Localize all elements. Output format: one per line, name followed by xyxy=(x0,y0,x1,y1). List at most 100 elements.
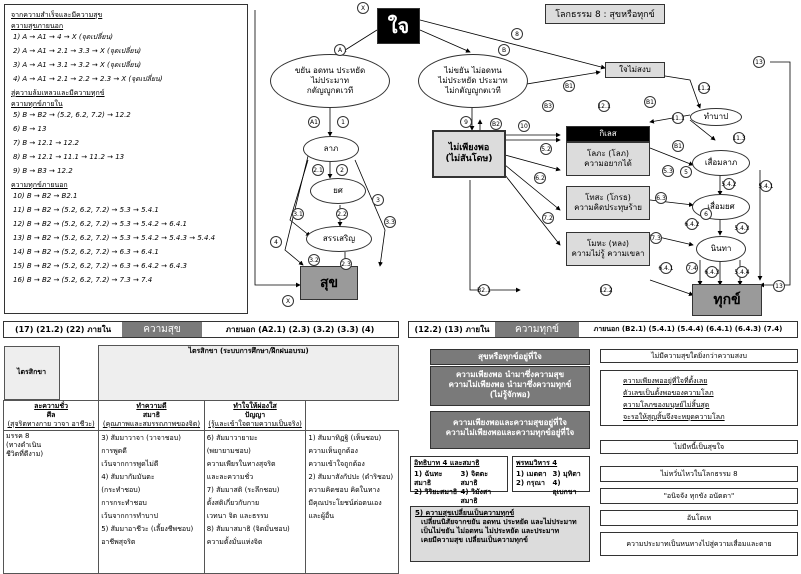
bad-habits-ellipse: ไม่ขยัน ไม่อดทน ไม่ประหยัด ประมาท ไม่กตั… xyxy=(418,54,528,108)
row-head-line: มรรค 8 xyxy=(6,431,30,440)
cell-line: ความเข้าใจถูกต้อง xyxy=(308,459,365,468)
right-p2-line: ตัวเลขเป็นตั้งพอของความโลภ xyxy=(623,389,714,397)
label-6-3: 6.3 xyxy=(655,192,667,204)
cell-line: ความตั้งมั่นแห่งจิต xyxy=(206,537,263,546)
lapha-node: ลาภ xyxy=(303,136,359,162)
cell-line: 8) สัมมาสมาธิ (จิตมั่นชอบ) xyxy=(206,524,290,533)
label-b: B xyxy=(498,44,510,56)
mid-head: สุขหรือทุกข์อยู่ที่ใจ xyxy=(430,349,590,365)
change-box: 5) ความสุขเปลี่ยนเป็นความทุกข์ เปลี่ยนนิ… xyxy=(410,506,590,562)
label-6-2: 6.2 xyxy=(534,172,546,184)
mid-line: (ไม่รู้จักพอ) xyxy=(489,390,531,399)
cell-line: เว้นจากการทำบาป xyxy=(101,511,158,520)
happiness-bar-inner: (17) (21.2) (22) ภายใน xyxy=(14,324,112,334)
iddhi-item: 1) ฉันทะสมาธิ xyxy=(414,470,443,487)
mid-lines: ความเพียงพอ นำมาซึ่งความสุข ความไม่เพียง… xyxy=(430,366,590,406)
diagram-title: โลกธรรม 8 : สุขหรือทุกข์ xyxy=(545,4,665,24)
happiness-bar: (17) (21.2) (22) ภายใน ความสุข ภายนอก (A… xyxy=(3,321,399,338)
cell-line: เว้นจากการพูดไม่ดี xyxy=(101,459,159,468)
legend-heading: จากความสำเร็จและมีความสุข xyxy=(11,11,103,19)
label-6-4-2: 6.4.2 xyxy=(684,218,700,230)
col-title: ละความชั่ว xyxy=(34,401,69,410)
label-x-bottom: X xyxy=(282,295,294,307)
change-line: เคยมีความสุข เปลี่ยนเป็นความทุกข์ xyxy=(421,536,528,544)
iddhi-item: 2) วิริยะสมาธิ xyxy=(414,488,458,496)
legend-line: 6) B → 13 xyxy=(13,125,47,133)
label-7-3: 7.3 xyxy=(650,232,662,244)
cell-line: การกระทำชอบ xyxy=(101,498,147,507)
label-10: 10 xyxy=(518,120,530,132)
mid-line: ความไม่เพียงพอและความทุกข์อยู่ที่ใจ xyxy=(445,428,575,437)
cell-line: มีคุณประโยชน์ต่อตนเอง xyxy=(308,498,382,507)
moha-node: โมหะ (หลง) ความไม่รู้ ความเขลา xyxy=(566,232,650,266)
node-line: โทสะ (โกรธ) xyxy=(585,193,631,202)
label-3-1: 3.1 xyxy=(292,208,304,220)
cell-line: ตั้งสติเกี่ยวกับกาย xyxy=(206,498,260,507)
label-11-2: 11.2 xyxy=(697,82,711,94)
sansoen-node: สรรเสริญ xyxy=(306,226,372,252)
col-sila: ละความชั่ว ศีล (สุจริตทางกาย วาจา อาชีวะ… xyxy=(2,399,100,431)
legend-line: 5) B → B2 → (5.2, 6.2, 7.2) → 12.2 xyxy=(13,111,131,119)
cell-line: 7) สัมมาสติ (ระลึกชอบ) xyxy=(206,485,280,494)
label-6-4-1: 6.4.1 xyxy=(658,262,674,274)
right-p4: ไม่หวั่นไหวในโลกธรรม 8 xyxy=(600,466,798,482)
suffering-bar-outer: ภายนอก (B2.1) (5.4.1) (5.4.4) (6.4.1) (6… xyxy=(593,325,783,333)
col-sub: ศีล xyxy=(46,410,56,419)
cell-line: 3) สัมมาวาจา (วาจาชอบ) xyxy=(101,433,181,442)
iddhi-list: 1) ฉันทะสมาธิ 3) จิตตะสมาธิ 2) วิริยะสมา… xyxy=(414,470,504,506)
label-b2: B2 xyxy=(490,118,502,130)
legend-line: 13) B → B2 → (5.2, 6.2, 7.2) → 5.3 → 5.4… xyxy=(13,234,216,242)
label-2-2: 2.2 xyxy=(336,208,348,220)
label-6-4-3: 6.4.3 xyxy=(704,266,720,278)
label-11-1: 11.1 xyxy=(671,112,685,124)
ellipse-line: ไม่ขยัน ไม่อดทน xyxy=(444,66,502,75)
brahma-head: พรหมวิหาร 4 xyxy=(516,459,558,467)
legend-sec1: ความสุขภายนอก xyxy=(11,22,64,30)
label-5-4-3: 5.4.3 xyxy=(734,222,750,234)
cell-line: อาชีพสุจริต xyxy=(101,537,136,546)
mid-line: ความเพียงพอและความสุขอยู่ที่ใจ xyxy=(453,418,567,427)
legend-line: 15) B → B2 → (5.2, 6.2, 7.2) → 6.3 → 6.4… xyxy=(13,262,188,270)
node-line: (ไม่สันโดษ) xyxy=(445,154,493,164)
label-2-1: 2.1 xyxy=(312,164,324,176)
brahma-list: 1) เมตตา 3) มุทิตา 2) กรุณา 4) อุเบกขา xyxy=(516,470,586,497)
center-node: ใจ xyxy=(377,8,420,44)
trisikkha-table: ไตรสิกขา ไตรสิกขา (ระบบการศึกษา/ฝึกฝนอบร… xyxy=(2,345,399,574)
legend-sec4: ความทุกข์ภายนอก xyxy=(11,181,68,189)
cell-line: ความเพียรในทางสุจริต xyxy=(206,459,276,468)
col-desc: (คุณภาพและสมรรถภาพของจิต) xyxy=(102,419,201,428)
suffering-bar: (12.2) (13) ภายใน ความทุกข์ ภายนอก (B2.1… xyxy=(408,321,798,338)
label-5-4-4: 5.4.4 xyxy=(734,266,750,278)
cell-line: การพูดดี xyxy=(101,446,127,455)
label-5: 5 xyxy=(680,166,692,178)
label-8: 8 xyxy=(511,28,523,40)
label-b3: B3 xyxy=(542,100,554,112)
cell-line: ความคิดชอบ คิดในทาง xyxy=(308,485,380,494)
path-legend: จากความสำเร็จและมีความสุข ความสุขภายนอก … xyxy=(4,4,248,314)
label-12-2: 12.2 xyxy=(599,284,613,296)
cell-line: 6) สัมมาวายามะ xyxy=(206,433,258,442)
col-samadhi: ทำความดี สมาธิ (คุณภาพและสมรรถภาพของจิต) xyxy=(98,399,205,431)
label-5-2: 5.2 xyxy=(540,143,552,155)
label-12-1: 12.1 xyxy=(597,100,611,112)
iddhipada-box: อิทธิบาท 4 และสมาธิ 1) ฉันทะสมาธิ 3) จิต… xyxy=(410,456,508,505)
col-desc: (สุจริตทางกาย วาจา อาชีวะ) xyxy=(7,419,95,428)
legend-line: 1) A → A1 → 4 → X (จุดเปลี่ยน) xyxy=(13,33,113,41)
node-line: ความอยากได้ xyxy=(584,159,632,168)
legend-line: 3) A → A1 → 3.1 → 3.2 → X (จุดเปลี่ยน) xyxy=(13,61,142,69)
kilet-node: กิเลส xyxy=(566,126,650,142)
legend-line: 12) B → B2 → (5.2, 6.2, 7.2) → 5.3 → 5.4… xyxy=(13,220,188,228)
right-p6: อันโตเห xyxy=(600,510,798,526)
node-line: ความไม่รู้ ความเขลา xyxy=(571,249,645,258)
mai-phiang-node: ไม่เพียงพอ (ไม่สันโดษ) xyxy=(432,130,506,178)
table-header: ไตรสิกขา (ระบบการศึกษา/ฝึกฝนอบรม) xyxy=(98,345,399,401)
good-habits-ellipse: ขยัน อดทน ประหยัด ไม่ประมาท กตัญญูกตเวที xyxy=(270,54,390,108)
mid-line: ความเพียงพอ นำมาซึ่งความสุข xyxy=(455,370,565,379)
cell-line: (กระทำชอบ) xyxy=(101,485,141,494)
col-sub: สมาธิ xyxy=(142,410,160,419)
label-13-top: 13 xyxy=(753,56,765,68)
label-5-4-2: 5.4.2 xyxy=(721,178,737,190)
suffering-bar-inner: (12.2) (13) ภายใน xyxy=(414,324,490,334)
label-b1: B1 xyxy=(563,80,575,92)
col-panya: ทำใจให้ผ่องใส ปัญญา (รู้และเข้าใจตามความ… xyxy=(203,399,307,431)
